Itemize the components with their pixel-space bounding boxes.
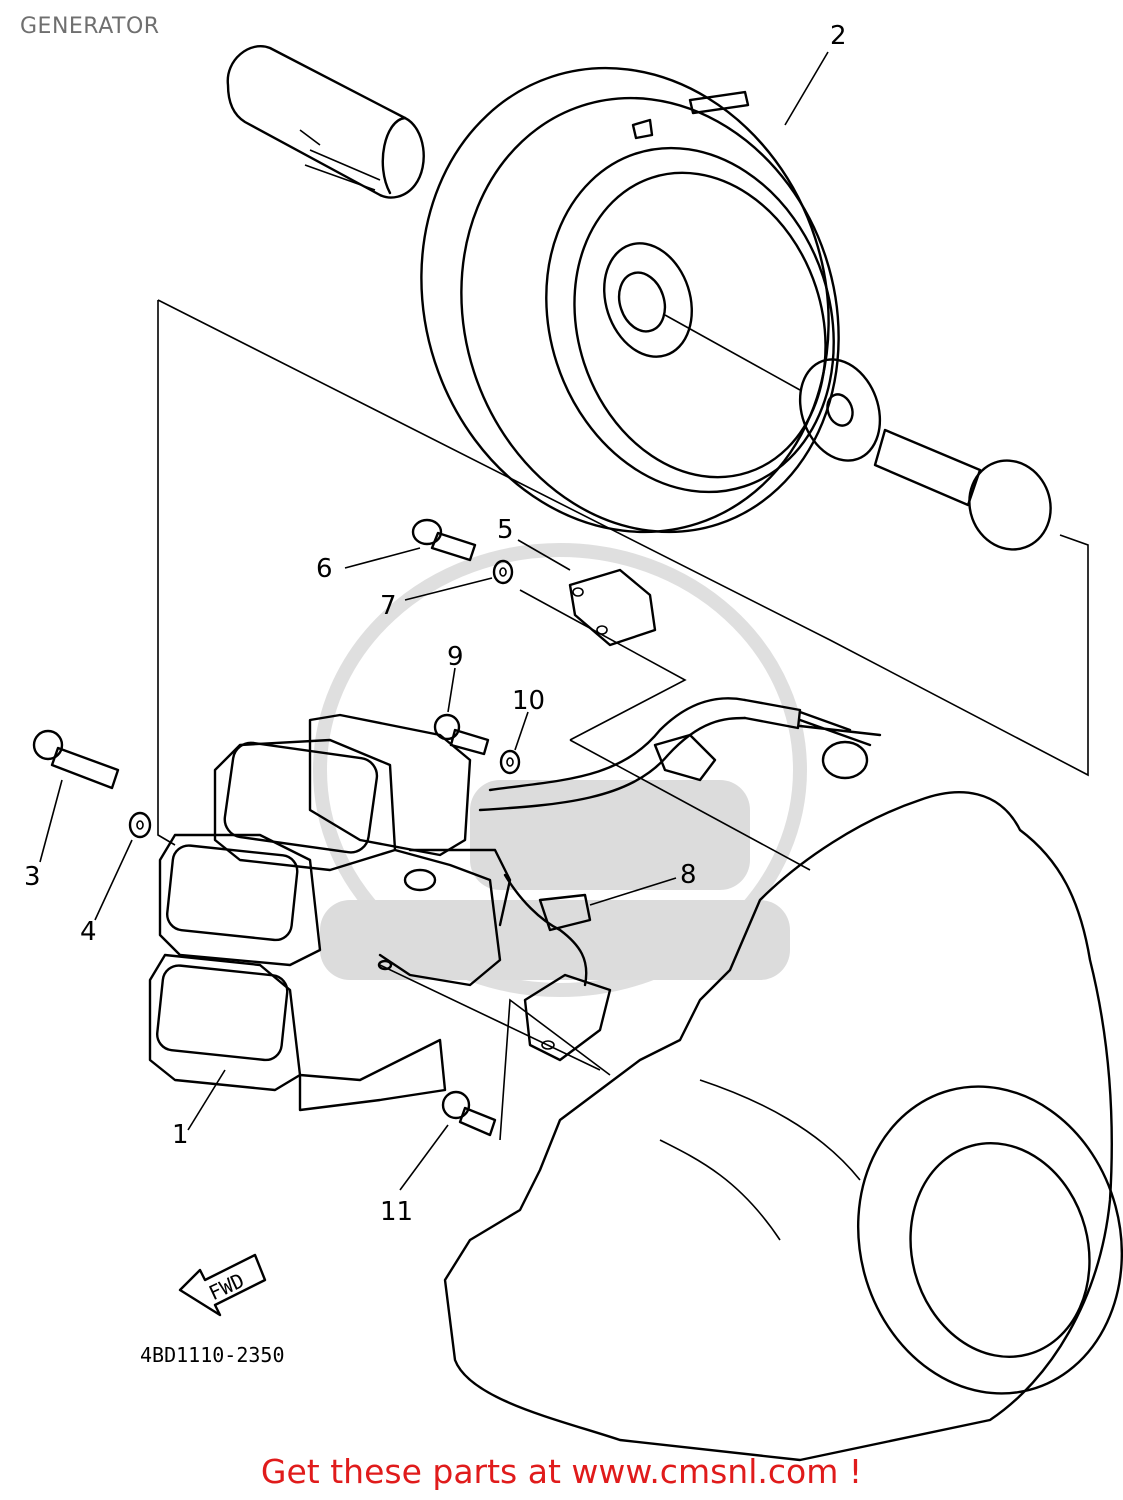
rotor-bolt (873, 428, 1052, 551)
washer-4 (128, 811, 152, 839)
fwd-arrow-icon: FWD (178, 1253, 267, 1317)
rotor-washer (798, 358, 882, 462)
parts-link-text[interactable]: Get these parts at www.cmsnl.com ! (260, 1452, 863, 1491)
screw-9 (433, 713, 490, 756)
fwd-label: FWD (205, 1268, 248, 1305)
label-part-11: 11 (380, 1197, 413, 1227)
label-part-3: 3 (24, 862, 41, 892)
label-part-4: 4 (80, 917, 97, 947)
stator-coil (148, 713, 512, 1112)
crankcase-outline (443, 791, 1123, 1462)
cylinder-part (226, 45, 425, 199)
label-part-5: 5 (497, 515, 514, 545)
wire-bracket (523, 973, 612, 1062)
wire-harness (478, 697, 882, 987)
flywheel-rotor (420, 66, 840, 534)
label-part-10: 10 (512, 686, 545, 716)
washer-7 (492, 559, 514, 585)
cmsnl-watermark (313, 543, 807, 997)
screw-6 (411, 518, 477, 562)
drawing-code: 4BD1110-2350 (140, 1343, 285, 1367)
label-part-9: 9 (447, 642, 464, 672)
label-part-7: 7 (380, 591, 397, 621)
label-part-6: 6 (316, 554, 333, 584)
label-part-1: 1 (172, 1120, 189, 1150)
label-part-8: 8 (680, 860, 697, 890)
screw-11 (441, 1090, 497, 1137)
label-part-2: 2 (830, 21, 847, 51)
pickup-coil (568, 568, 657, 647)
washer-10 (499, 749, 521, 775)
screw-3 (32, 729, 120, 790)
page-title: GENERATOR (20, 14, 160, 39)
